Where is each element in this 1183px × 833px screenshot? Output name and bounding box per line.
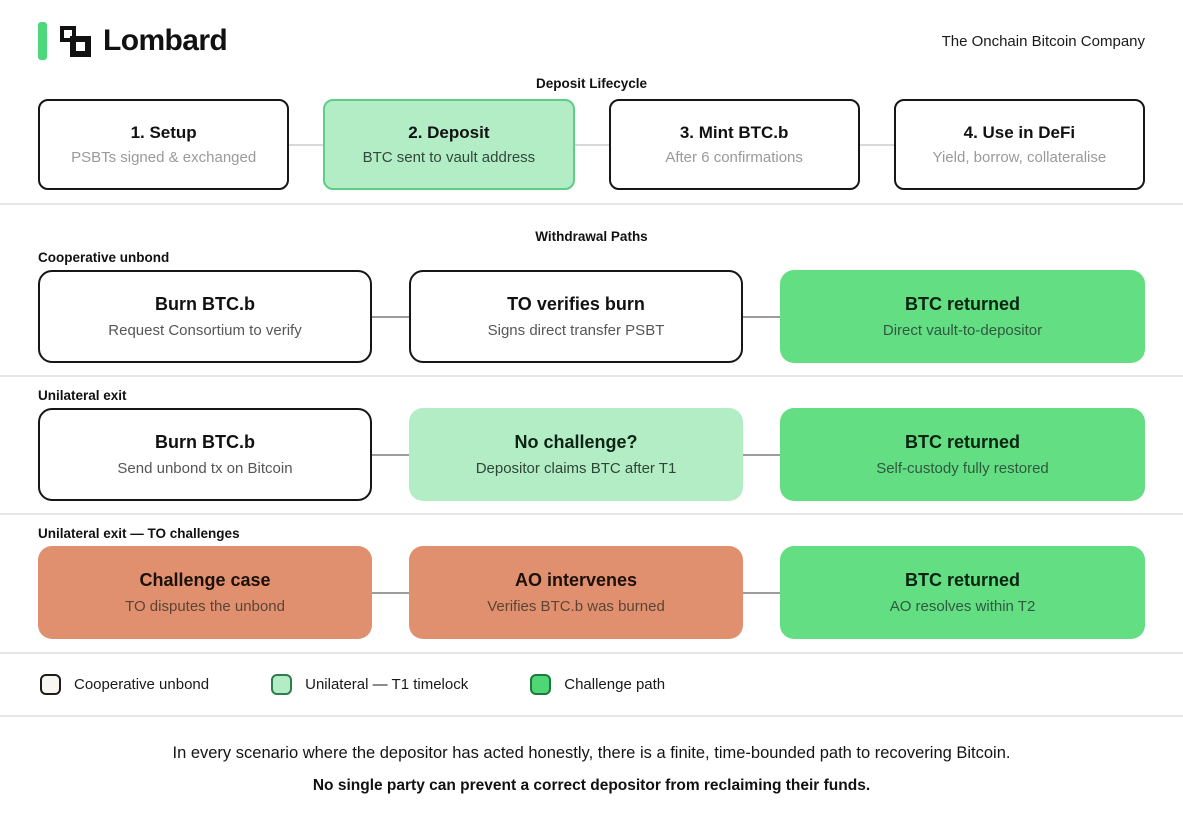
box-subtitle: Direct vault-to-depositor <box>882 322 1043 339</box>
section-divider <box>0 203 1183 205</box>
section-divider <box>0 513 1183 515</box>
step-subtitle: After 6 confirmations <box>665 149 803 166</box>
legend-label: Challenge path <box>564 676 666 693</box>
lombard-glyph-icon <box>58 24 92 58</box>
section-divider <box>0 652 1183 654</box>
lifecycle-step-mint: 3. Mint BTC.b After 6 confirmations <box>608 99 860 190</box>
path-box-returned: BTC returned Self-custody fully restored <box>780 408 1145 501</box>
legend-item-cooperative: Cooperative unbond <box>40 674 209 695</box>
step-subtitle: Yield, borrow, collateralise <box>932 149 1107 166</box>
box-subtitle: Signs direct transfer PSBT <box>487 322 665 339</box>
box-title: BTC returned <box>904 570 1020 590</box>
box-subtitle: Send unbond tx on Bitcoin <box>117 460 293 477</box>
path-box-returned: BTC returned AO resolves within T2 <box>780 546 1145 639</box>
path-row-challenge: Challenge case TO disputes the unbond AO… <box>38 546 1145 639</box>
path-box-verify: TO verifies burn Signs direct transfer P… <box>409 270 743 363</box>
brand-name: Lombard <box>103 24 228 57</box>
legend: Cooperative unbond Unilateral — T1 timel… <box>0 654 1183 715</box>
box-title: Burn BTC.b <box>155 432 255 452</box>
connector-line <box>574 143 609 146</box>
lifecycle-step-setup: 1. Setup PSBTs signed & exchanged <box>38 99 290 190</box>
box-title: Challenge case <box>139 570 271 590</box>
deposit-lifecycle-row: 1. Setup PSBTs signed & exchanged 2. Dep… <box>38 99 1145 190</box>
step-subtitle: BTC sent to vault address <box>362 149 536 166</box>
box-subtitle: Depositor claims BTC after T1 <box>475 460 677 477</box>
box-title: AO intervenes <box>514 570 638 590</box>
step-title: 1. Setup <box>130 123 197 142</box>
path-box-burn: Burn BTC.b Send unbond tx on Bitcoin <box>38 408 372 501</box>
box-subtitle: Verifies BTC.b was burned <box>487 598 665 615</box>
connector-line <box>743 591 780 594</box>
connector-line <box>289 143 324 146</box>
legend-swatch-green <box>530 674 552 695</box>
step-title: 3. Mint BTC.b <box>679 123 789 142</box>
box-title: BTC returned <box>904 432 1020 452</box>
connector-line <box>859 143 894 146</box>
box-subtitle: Request Consortium to verify <box>108 322 302 339</box>
connector-line <box>743 453 780 456</box>
path-box-returned: BTC returned Direct vault-to-depositor <box>780 270 1145 363</box>
deposit-lifecycle-title: Deposit Lifecycle <box>535 76 648 91</box>
path-box-burn: Burn BTC.b Request Consortium to verify <box>38 270 372 363</box>
footer-line-2: No single party can prevent a correct de… <box>312 777 871 794</box>
path-row-label-cooperative: Cooperative unbond <box>38 250 170 265</box>
legend-swatch-light-green <box>271 674 293 695</box>
path-box-no-challenge: No challenge? Depositor claims BTC after… <box>409 408 743 501</box>
path-row-label-unilateral: Unilateral exit <box>38 388 127 403</box>
box-subtitle: Self-custody fully restored <box>876 460 1049 477</box>
legend-label: Cooperative unbond <box>74 676 210 693</box>
box-title: TO verifies burn <box>507 294 645 314</box>
path-row-unilateral: Burn BTC.b Send unbond tx on Bitcoin No … <box>38 408 1145 501</box>
step-title: 2. Deposit <box>408 123 490 142</box>
connector-line <box>372 591 409 594</box>
header: Lombard The Onchain Bitcoin Company <box>0 0 1183 60</box>
path-box-ao-intervenes: AO intervenes Verifies BTC.b was burned <box>409 546 743 639</box>
connector-line <box>743 315 780 318</box>
box-title: BTC returned <box>904 294 1020 314</box>
lifecycle-step-deposit: 2. Deposit BTC sent to vault address <box>323 99 575 190</box>
path-box-challenge-case: Challenge case TO disputes the unbond <box>38 546 372 639</box>
lifecycle-step-defi: 4. Use in DeFi Yield, borrow, collateral… <box>893 99 1145 190</box>
tagline: The Onchain Bitcoin Company <box>941 32 1145 50</box>
withdrawal-paths-title: Withdrawal Paths <box>535 229 648 244</box>
legend-swatch-white <box>40 674 61 695</box>
logo-green-bar <box>38 22 47 60</box>
lombard-logo: Lombard <box>38 22 228 60</box>
legend-label: Unilateral — T1 timelock <box>305 676 469 693</box>
step-subtitle: PSBTs signed & exchanged <box>71 149 257 166</box>
section-divider <box>0 715 1183 717</box>
box-title: No challenge? <box>514 432 638 452</box>
box-subtitle: AO resolves within T2 <box>889 598 1036 615</box>
connector-line <box>372 315 409 318</box>
path-row-label-challenge: Unilateral exit — TO challenges <box>38 526 240 541</box>
step-title: 4. Use in DeFi <box>963 123 1076 142</box>
legend-item-challenge: Challenge path <box>530 674 665 695</box>
footer-line-1: In every scenario where the depositor ha… <box>172 744 1011 762</box>
path-row-cooperative: Burn BTC.b Request Consortium to verify … <box>38 270 1145 363</box>
section-divider <box>0 375 1183 377</box>
box-title: Burn BTC.b <box>155 294 255 314</box>
box-subtitle: TO disputes the unbond <box>125 598 285 615</box>
legend-item-unilateral: Unilateral — T1 timelock <box>271 674 468 695</box>
connector-line <box>372 453 409 456</box>
footer: In every scenario where the depositor ha… <box>0 744 1183 795</box>
